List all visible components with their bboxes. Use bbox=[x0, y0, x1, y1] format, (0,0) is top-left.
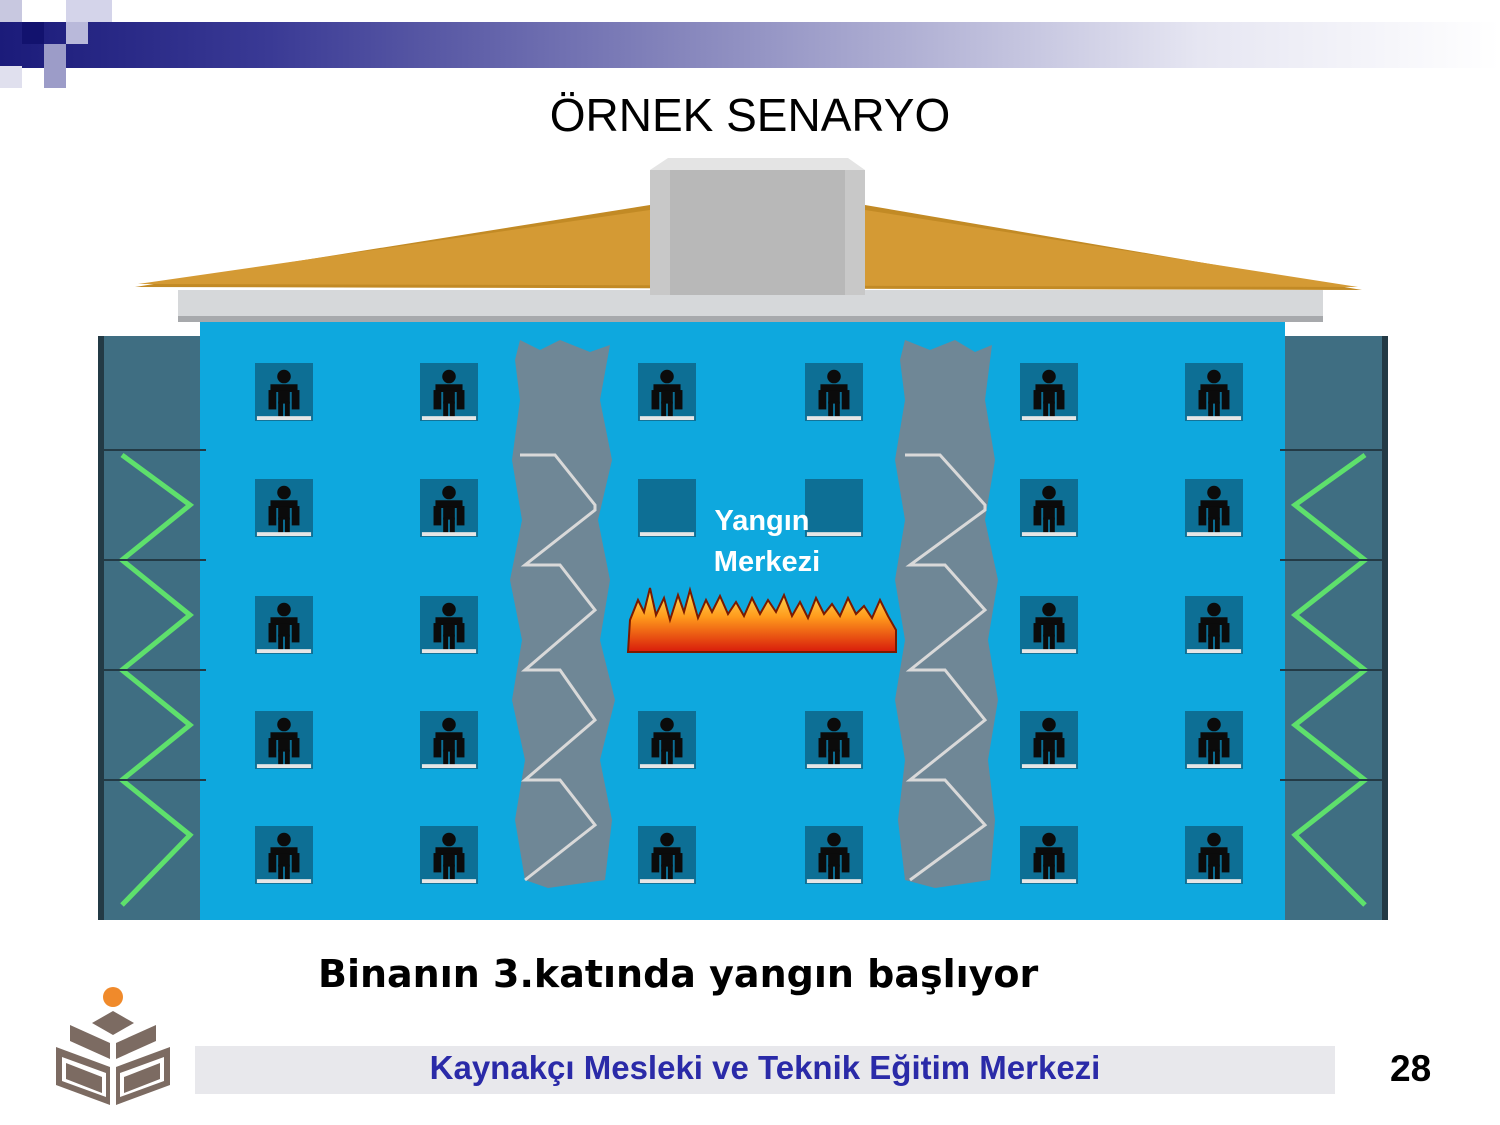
slide-title: ÖRNEK SENARYO bbox=[549, 89, 951, 141]
header-square-light bbox=[0, 66, 22, 88]
header-square-light bbox=[66, 22, 88, 44]
page-number: 28 bbox=[1390, 1048, 1432, 1089]
header-square-dark bbox=[22, 22, 44, 44]
fire-label-line2: Merkezi bbox=[714, 546, 820, 578]
slide-caption: Binanın 3.katında yangın başlıyor bbox=[318, 952, 1039, 996]
fire-icon bbox=[626, 586, 897, 653]
footer-band bbox=[195, 1046, 1335, 1094]
header-gradient-bar bbox=[0, 22, 1500, 68]
header-square-light bbox=[0, 0, 22, 22]
header-square-light bbox=[44, 66, 66, 88]
fire-label-line1: Yangın bbox=[714, 505, 809, 537]
header-square-light bbox=[66, 0, 112, 22]
header-square-light bbox=[44, 44, 66, 66]
institution-logo-icon bbox=[56, 987, 170, 1105]
building-illustration: Yangın Merkezi bbox=[98, 158, 1388, 920]
footer-text: Kaynakçı Mesleki ve Teknik Eğitim Merkez… bbox=[429, 1049, 1101, 1086]
